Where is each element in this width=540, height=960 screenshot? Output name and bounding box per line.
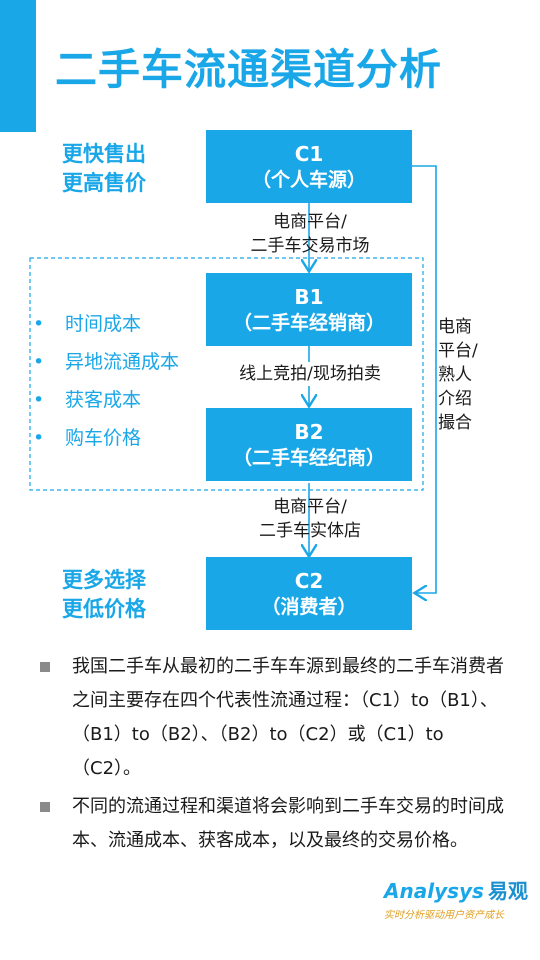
cost-item-text: 获客成本 [65, 389, 142, 411]
bullet-dot-icon: • [33, 313, 45, 335]
edge-label-line: 二手车实体店 [259, 521, 361, 541]
notes-list: 我国二手车从最初的二手车车源到最终的二手车消费者之间主要存在四个代表性流通过程：… [40, 650, 510, 862]
square-bullet-icon [40, 662, 50, 672]
node-c1: C1 （个人车源） [206, 130, 412, 203]
logo-brand-en: Analysys [384, 879, 484, 903]
logo-tagline: 实时分析驱动用户资产成长 [384, 910, 504, 921]
cost-scope-box [29, 257, 424, 491]
benefit-text: 更低价格 [62, 597, 146, 621]
cost-item-text: 购车价格 [65, 427, 142, 449]
cost-item-text: 异地流通成本 [65, 351, 180, 373]
benefit-text: 更多选择 [62, 568, 146, 592]
edge-label-line: 二手车交易市场 [250, 236, 370, 256]
edge-label-line: 撮合 [438, 413, 472, 433]
cost-list: • 时间成本 • 异地流通成本 • 获客成本 • 购车价格 [33, 305, 179, 457]
bullet-dot-icon: • [33, 427, 45, 449]
node-label: （二手车经纪商） [232, 446, 385, 469]
node-code: C1 [294, 141, 324, 166]
bullet-dot-icon: • [33, 389, 45, 411]
bullet-dot-icon: • [33, 351, 45, 373]
edge-label-c1-c2: 电商 平台/ 熟人 介绍 撮合 [438, 315, 482, 435]
benefit-text: 更快售出 [62, 142, 146, 166]
edge-label-line: 电商平台/ [273, 212, 347, 232]
edge-label-c1-b1: 电商平台/ 二手车交易市场 [230, 210, 390, 258]
buyer-benefits: 更多选择 更低价格 [62, 566, 146, 624]
node-code: C2 [294, 568, 324, 593]
list-item: • 时间成本 [33, 305, 179, 343]
edge-label-line: 熟人 [438, 365, 472, 385]
note-item: 不同的流通过程和渠道将会影响到二手车交易的时间成本、流通成本、获客成本，以及最终… [40, 790, 510, 858]
node-label: （二手车经销商） [232, 311, 385, 334]
edge-label-line: 电商平台/ [273, 497, 347, 517]
benefit-text: 更高售价 [62, 171, 146, 195]
list-item: • 异地流通成本 [33, 343, 179, 381]
node-code: B2 [294, 419, 324, 444]
note-text: 不同的流通过程和渠道将会影响到二手车交易的时间成本、流通成本、获客成本，以及最终… [72, 796, 504, 851]
note-text: 我国二手车从最初的二手车车源到最终的二手车消费者之间主要存在四个代表性流通过程：… [72, 656, 504, 779]
edge-label-line: 介绍 [438, 389, 472, 409]
edge-label-line: 平台/ [438, 341, 478, 361]
node-c2: C2 （消费者） [206, 557, 412, 630]
cost-item-text: 时间成本 [65, 313, 142, 335]
logo-brand-cn: 易观 [487, 879, 528, 903]
seller-benefits: 更快售出 更高售价 [62, 140, 146, 198]
list-item: • 购车价格 [33, 419, 179, 457]
arrow-c1-c2 [412, 165, 437, 593]
page-title: 二手车流通渠道分析 [55, 45, 443, 94]
node-b1: B1 （二手车经销商） [206, 273, 412, 346]
node-label: （个人车源） [251, 168, 366, 191]
edge-label-line: 电商 [438, 317, 472, 337]
square-bullet-icon [40, 802, 50, 812]
note-item: 我国二手车从最初的二手车车源到最终的二手车消费者之间主要存在四个代表性流通过程：… [40, 650, 510, 786]
node-label: （消费者） [261, 595, 357, 618]
edge-label-b2-c2: 电商平台/ 二手车实体店 [235, 495, 385, 543]
node-code: B1 [294, 284, 324, 309]
list-item: • 获客成本 [33, 381, 179, 419]
edge-label-b1-b2: 线上竞拍/现场拍卖 [225, 362, 395, 386]
node-b2: B2 （二手车经纪商） [206, 408, 412, 481]
accent-bar [0, 0, 36, 132]
